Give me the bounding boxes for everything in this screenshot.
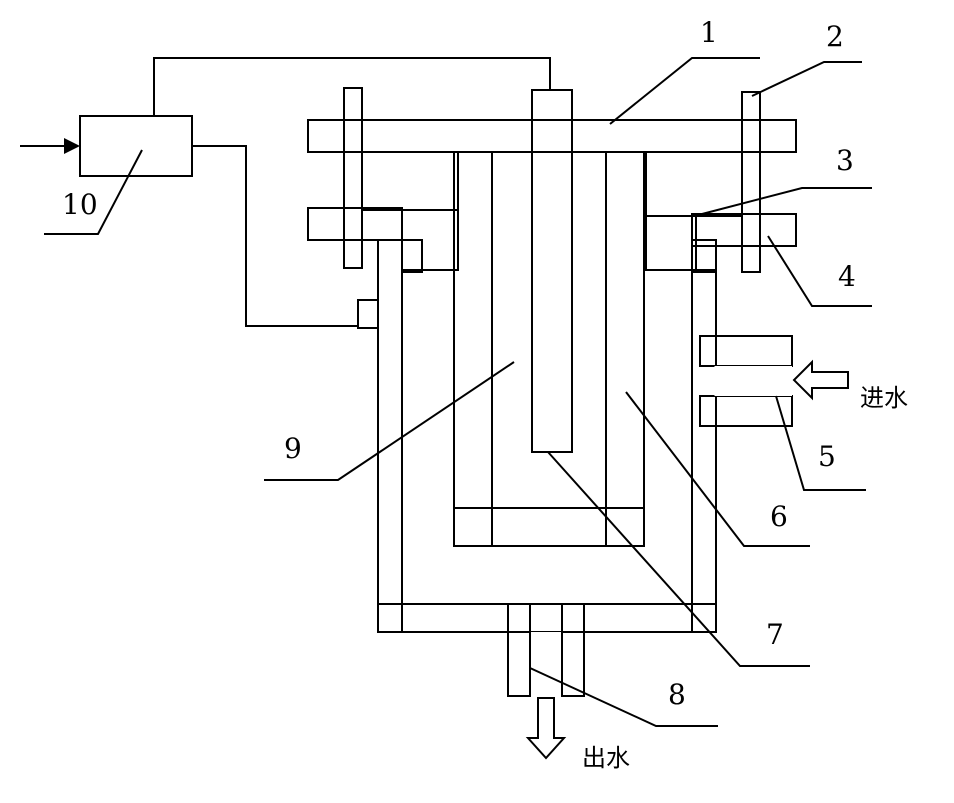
water-in-label: 进水 [860,384,908,412]
label-2: 2 [826,20,844,53]
outer-housing [377,239,717,633]
outlet-pipe [507,603,585,697]
water-out-label: 出水 [582,744,630,772]
input-arrow-icon [64,138,80,154]
label-10: 10 [62,188,98,221]
label-8: 8 [668,678,686,711]
right-bolt [741,91,761,273]
wire-to-electrode [153,57,551,116]
label-7: 7 [766,618,784,651]
side-terminal [357,299,379,329]
left-bolt [343,87,363,269]
label-3: 3 [836,144,854,177]
outlet-arrow-icon [525,697,567,760]
label-6: 6 [770,500,788,533]
inner-cylinder [453,151,645,547]
label-5: 5 [818,440,836,473]
packing-layer [491,151,607,509]
power-supply-box [79,115,193,177]
top-cover-plate [307,119,797,153]
seal-gasket [361,151,743,271]
label-9: 9 [284,432,302,465]
central-electrode [531,89,573,453]
label-1: 1 [700,16,718,49]
water-inlet-pipe [699,335,793,427]
inlet-arrow-icon [792,359,849,401]
leader-lines [44,57,872,727]
lower-flange [307,207,797,247]
wire-to-housing [192,145,358,327]
label-4: 4 [838,260,856,293]
